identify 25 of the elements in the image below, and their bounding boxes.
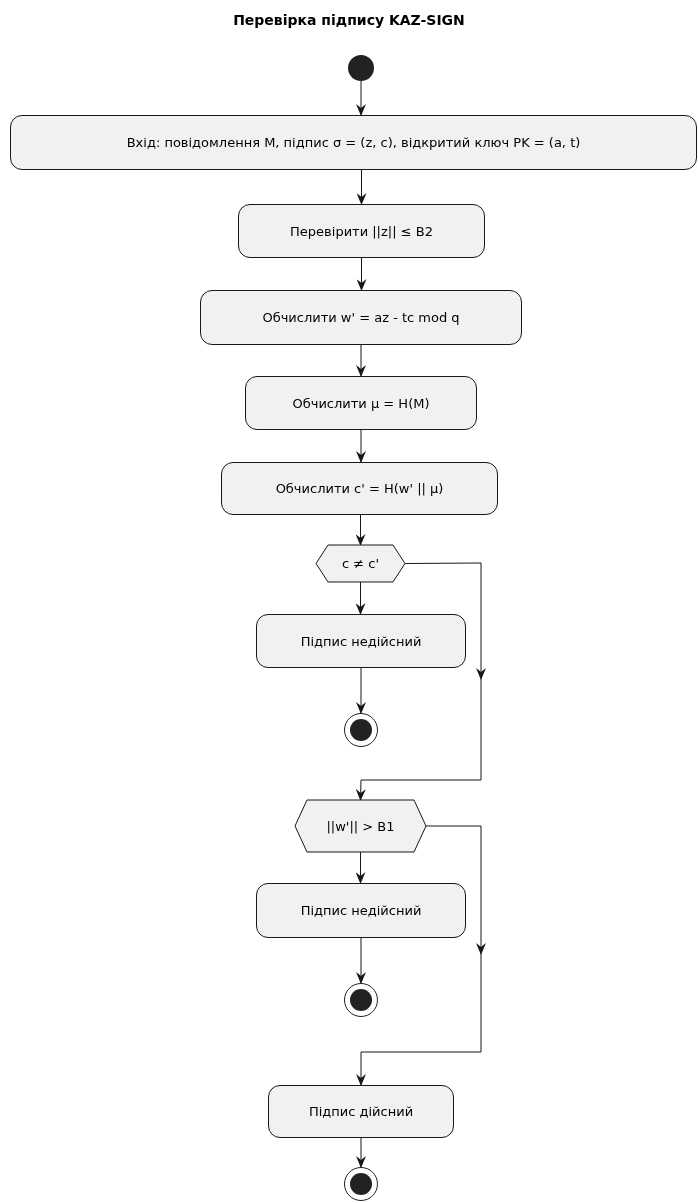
decision-hexagon bbox=[316, 545, 405, 582]
start-node bbox=[348, 55, 374, 81]
action-text: Підпис недійсний bbox=[300, 633, 422, 649]
action-box bbox=[245, 376, 477, 430]
diagram-title: Перевірка підпису KAZ-SIGN bbox=[232, 12, 466, 28]
action-box bbox=[256, 883, 466, 938]
action-text: Вхід: повідомлення M, підпис σ = (z, c), відкритий ключ PK = (a, t) bbox=[126, 135, 581, 150]
action-box bbox=[268, 1085, 454, 1138]
action-box bbox=[200, 290, 522, 345]
end-node bbox=[344, 1167, 378, 1201]
action-text: Обчислити μ = H(M) bbox=[292, 395, 430, 411]
action-box bbox=[221, 462, 498, 515]
action-text: Обчислити w' = az - tc mod q bbox=[262, 310, 460, 325]
action-text: Обчислити c' = H(w' || μ) bbox=[275, 481, 444, 496]
end-node bbox=[344, 983, 378, 1017]
action-box bbox=[256, 614, 466, 668]
condition-text: c ≠ c' bbox=[342, 556, 379, 571]
action-text: Перевірити ||z|| ≤ B2 bbox=[290, 223, 433, 239]
action-box bbox=[10, 115, 697, 170]
action-box bbox=[238, 204, 485, 258]
action-text: Підпис недійсний bbox=[300, 903, 422, 918]
end-node bbox=[344, 713, 378, 747]
condition-text: ||w'|| > B1 bbox=[326, 818, 395, 834]
decision-hexagon bbox=[295, 800, 426, 852]
action-text: Підпис дійсний bbox=[308, 1104, 414, 1119]
